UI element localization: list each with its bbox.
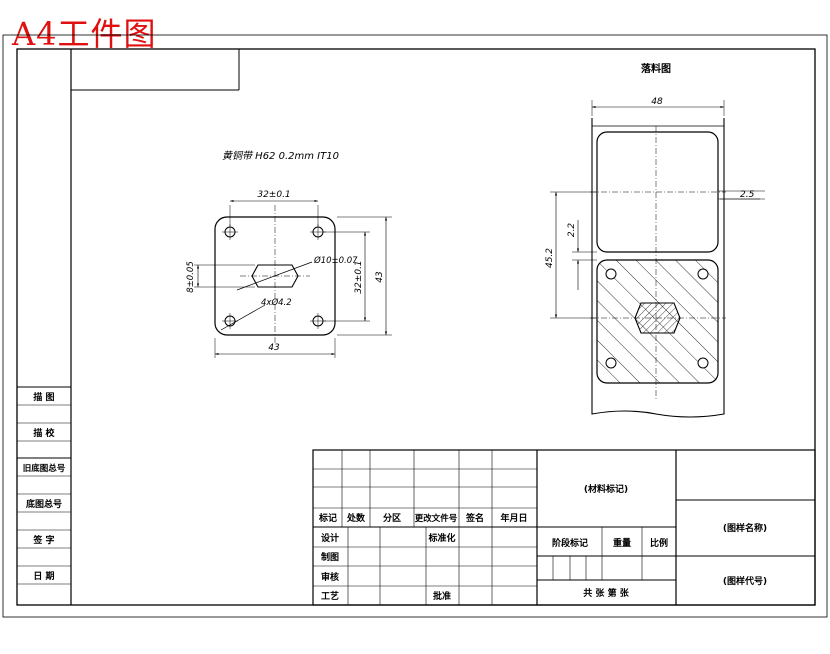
tb-label-change-doc: 更改文件号 <box>415 513 458 524</box>
dim-height-outer: 43 <box>375 271 385 283</box>
dim-slot-width: 8±0.05 <box>186 261 196 292</box>
mounting-holes <box>222 224 326 329</box>
tb-label-date: 年月日 <box>500 512 527 524</box>
strip-label-trace: 描 图 <box>33 391 54 403</box>
dim-height-inner: 32±0.1 <box>354 260 364 293</box>
tb-scale: 比例 <box>650 537 668 549</box>
strip-label-old-base-no: 旧底图总号 <box>23 463 66 474</box>
strip-label-base-no: 底图总号 <box>26 498 62 510</box>
tb-label-design: 设计 <box>321 532 339 544</box>
tb-label-standardization: 标准化 <box>427 532 455 544</box>
tb-label-process: 工艺 <box>321 590 339 602</box>
part-title: 落料图 <box>641 62 671 75</box>
outer-border <box>2 34 828 618</box>
strip-label-date: 日 期 <box>33 570 54 582</box>
dim-strip-width: 48 <box>651 97 663 107</box>
tb-sheets: 共 张 第 张 <box>583 587 629 599</box>
left-binding-strip: 描 图 描 校 旧底图总号 底图总号 签 字 日 期 <box>17 49 72 605</box>
material-note: 黄铜带 H62 0.2mm IT10 <box>222 150 339 162</box>
tb-material-mark: (材料标记) <box>584 483 628 495</box>
strip-layout-view <box>550 100 765 418</box>
tb-stage-mark: 阶段标记 <box>552 537 588 549</box>
blank-part-view <box>194 199 392 358</box>
dim-gap: 2.2 <box>567 223 577 238</box>
tb-label-sign: 签名 <box>465 512 484 524</box>
tb-label-review: 审核 <box>321 571 339 583</box>
tb-label-approve: 批准 <box>433 590 451 602</box>
tb-weight: 重量 <box>613 537 631 549</box>
tb-label-zone: 分区 <box>383 512 401 524</box>
dim-slot-length: Ø10±0.07 <box>313 255 358 266</box>
dim-hole-spacing-top: 32±0.1 <box>257 190 290 200</box>
tb-drawing-code: (图样代号) <box>723 575 767 587</box>
dim-width-bottom: 43 <box>268 343 280 353</box>
tb-label-drafting: 制图 <box>321 551 339 563</box>
strip-label-signature: 签 字 <box>32 534 54 546</box>
corner-title: A4工件图 <box>12 15 157 53</box>
tb-label-mark: 标记 <box>318 512 337 524</box>
dim-holes: 4xØ4.2 <box>261 297 292 308</box>
tb-label-count: 处数 <box>346 512 366 524</box>
title-block <box>312 449 816 606</box>
tb-drawing-name: (图样名称) <box>723 522 767 534</box>
top-left-code-box <box>71 49 240 91</box>
dim-pitch: 45.2 <box>545 248 555 268</box>
dim-edge: 2.5 <box>740 190 755 200</box>
strip-label-trace-check: 描 校 <box>33 427 55 439</box>
